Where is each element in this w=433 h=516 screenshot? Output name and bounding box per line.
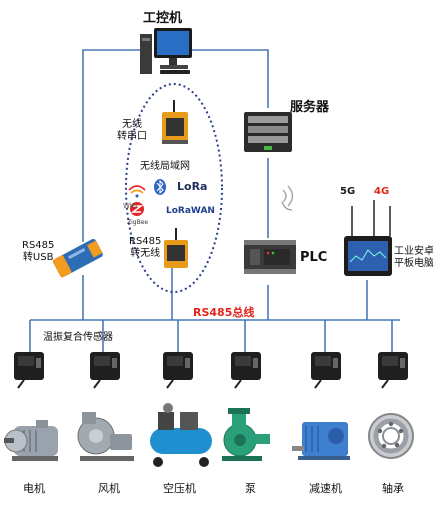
label-5g: 5G — [340, 186, 356, 197]
label-equipment-compressor: 空压机 — [163, 482, 196, 495]
line-ipc-to-rs485usb — [82, 49, 140, 242]
rs485-wireless-module-icon — [164, 228, 188, 268]
sensor-icon-5 — [311, 352, 341, 389]
zigbee-icon — [130, 202, 144, 216]
sensor-icon-3 — [163, 352, 193, 389]
label-wlan: 无线局域网 — [140, 161, 190, 172]
server-icon — [244, 112, 292, 152]
label-equipment-reducer: 减速机 — [309, 482, 342, 495]
plc-icon — [244, 240, 296, 274]
label-plc: PLC — [300, 250, 328, 265]
connection-lines — [29, 49, 400, 352]
label-equipment-bearing: 轴承 — [382, 482, 404, 495]
sensor-icon-2 — [90, 352, 120, 389]
sensors — [14, 352, 408, 389]
label-equipment-pump: 泵 — [245, 482, 256, 495]
line-ipc-to-server — [190, 49, 269, 108]
label-sensor: 温振复合传感器 — [43, 332, 113, 343]
label-4g: 4G — [374, 186, 390, 197]
label-rs485-usb: RS485 转USB — [22, 240, 55, 263]
label-equipment-fan: 风机 — [98, 482, 120, 495]
label-rs485-bus: RS485总线 — [193, 306, 255, 319]
reducer-icon — [292, 422, 350, 460]
air-compressor-icon — [150, 403, 212, 467]
wifi-icon — [128, 185, 146, 198]
signal-icon — [282, 185, 294, 207]
industrial-pc-icon — [140, 28, 192, 74]
wireless-ellipse — [125, 83, 223, 293]
label-server: 服务器 — [290, 100, 330, 115]
label-lora: LoRa — [177, 180, 208, 193]
industrial-tablet-icon — [344, 200, 392, 276]
sensor-icon-1 — [14, 352, 44, 389]
sensor-icon-6 — [378, 352, 408, 389]
label-tablet: 工业安卓 平板电脑 — [394, 246, 433, 269]
rs485-usb-converter-icon — [52, 238, 103, 278]
label-zigbee: ZigBee — [127, 219, 149, 226]
bluetooth-icon — [154, 179, 166, 195]
fan-icon — [77, 412, 134, 461]
sensor-icon-4 — [231, 352, 261, 389]
label-equipment-motor: 电机 — [23, 482, 45, 495]
bearing-icon — [368, 413, 414, 459]
label-lorawan: LoRaWAN — [166, 206, 215, 216]
cable-icon — [281, 201, 293, 211]
label-ipc: 工控机 — [143, 11, 183, 26]
label-wireless-serial: 无线 转串口 — [117, 119, 147, 142]
pump-icon — [222, 408, 270, 461]
label-wifi: WiFi — [123, 202, 138, 210]
wireless-serial-gateway-icon — [162, 100, 188, 144]
motor-icon — [4, 420, 58, 461]
label-rs485-wireless: RS485 转无线 — [129, 236, 162, 259]
